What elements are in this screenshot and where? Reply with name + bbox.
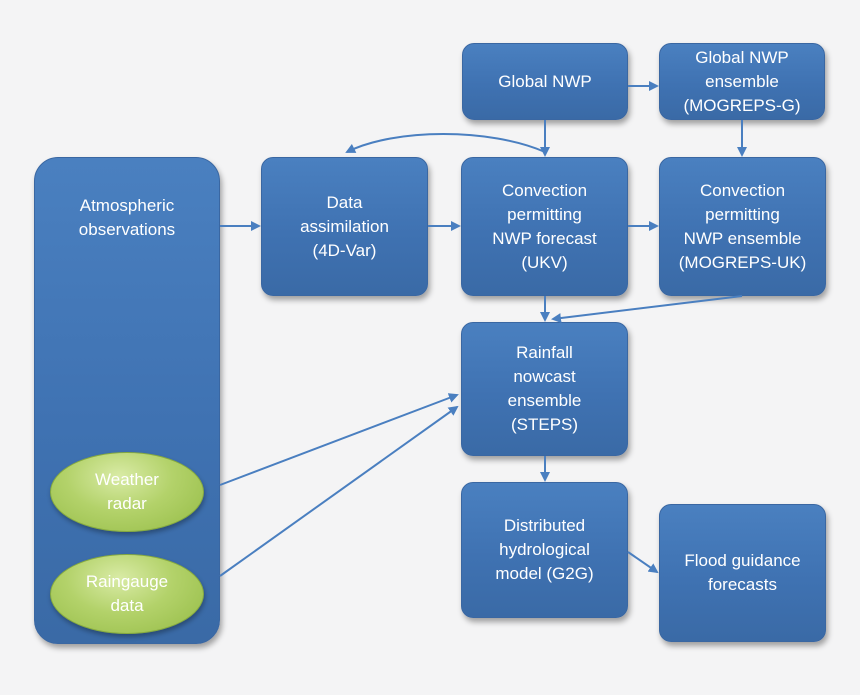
global-nwp-box: Global NWP bbox=[462, 43, 628, 120]
rainfall-nowcast-box: Rainfall nowcast ensemble (STEPS) bbox=[461, 322, 628, 456]
arrow-raingauge-to-nowcast bbox=[219, 405, 459, 577]
global-nwp-ensemble-label: Global NWP ensemble (MOGREPS-G) bbox=[683, 47, 801, 115]
weather-radar-label: Weather radar bbox=[95, 470, 159, 513]
raingauge-data-label: Raingauge data bbox=[85, 572, 169, 615]
convection-nwp-ensemble-box: Convection permitting NWP ensemble (MOGR… bbox=[659, 157, 826, 296]
global-nwp-label: Global NWP bbox=[498, 71, 592, 91]
flood-guidance-box: Flood guidance forecasts bbox=[659, 504, 826, 642]
convection-nwp-ensemble-label: Convection permitting NWP ensemble (MOGR… bbox=[678, 180, 807, 272]
atmospheric-observations-label: Atmospheric observations bbox=[78, 196, 176, 239]
hydrological-model-label: Distributed hydrological model (G2G) bbox=[495, 516, 594, 583]
convection-nwp-forecast-label: Convection permitting NWP forecast (UKV) bbox=[492, 180, 597, 272]
weather-radar-oval: Weather radar bbox=[50, 452, 204, 532]
flood-guidance-label: Flood guidance forecasts bbox=[684, 551, 801, 594]
arrow-convensemble-to-nowcast bbox=[551, 295, 743, 323]
arrow-globalnwp-to-assimilation bbox=[345, 133, 546, 153]
global-nwp-ensemble-box: Global NWP ensemble (MOGREPS-G) bbox=[659, 43, 825, 120]
rainfall-nowcast-label: Rainfall nowcast ensemble (STEPS) bbox=[507, 343, 582, 434]
arrow-hydrological-to-flood bbox=[627, 551, 659, 574]
raingauge-data-oval: Raingauge data bbox=[50, 554, 204, 634]
hydrological-model-box: Distributed hydrological model (G2G) bbox=[461, 482, 628, 618]
data-assimilation-label: Data assimilation (4D-Var) bbox=[300, 192, 389, 260]
data-assimilation-box: Data assimilation (4D-Var) bbox=[261, 157, 428, 296]
convection-nwp-forecast-box: Convection permitting NWP forecast (UKV) bbox=[461, 157, 628, 296]
arrow-radar-to-nowcast bbox=[219, 393, 459, 486]
